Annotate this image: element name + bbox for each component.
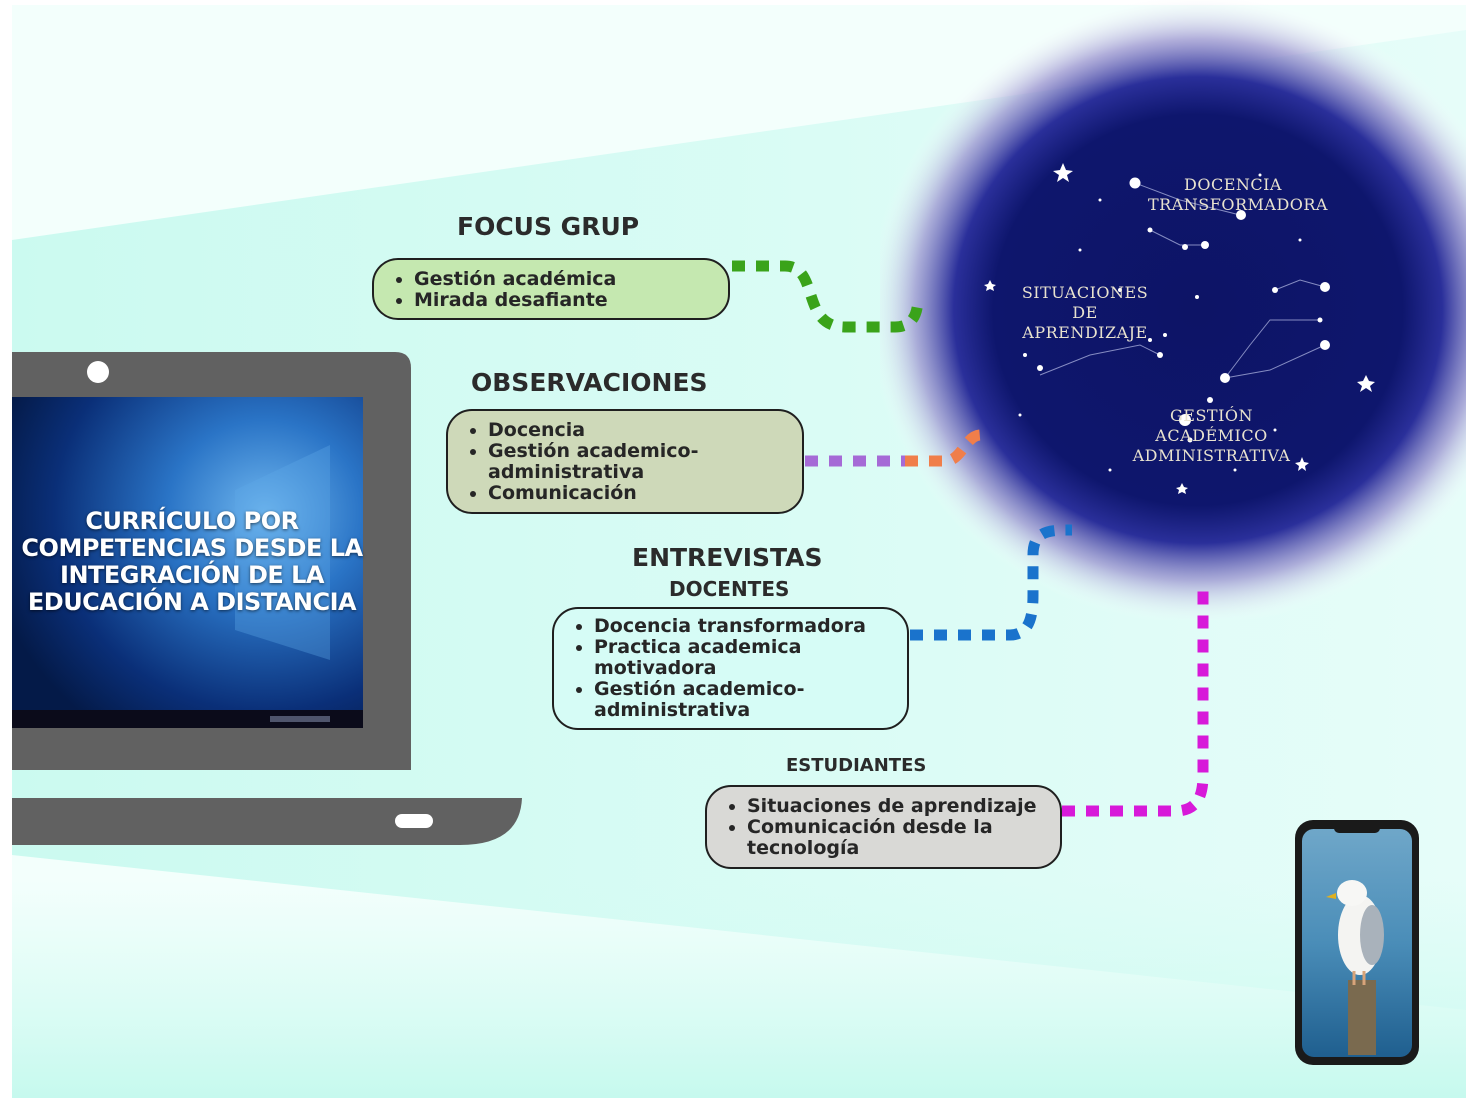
estudiantes-subtitle: ESTUDIANTES: [786, 755, 927, 776]
focus-grup-list: Gestión académica Mirada desafiante: [388, 269, 714, 311]
green-connector: [732, 260, 924, 333]
list-item: Situaciones de aprendizaje: [747, 796, 1047, 817]
list-item: Gestión academico-administrativa: [594, 679, 809, 721]
entrevistas-title: ENTREVISTAS: [632, 543, 823, 572]
laptop-screen-title: CURRÍCULO POR COMPETENCIAS DESDE LA INTE…: [21, 507, 363, 616]
observaciones-title: OBSERVACIONES: [471, 368, 708, 397]
smartphone-icon: [1295, 820, 1419, 1065]
sparkle-stars: [984, 163, 1375, 494]
docentes-list: Docencia transformadora Practica academi…: [568, 616, 884, 721]
stars: [1018, 173, 1330, 472]
list-item: Practica academica motivadora: [594, 637, 809, 679]
observaciones-list: Docencia Gestión academico-administrativ…: [462, 420, 723, 504]
seagull-photo: [1302, 829, 1412, 1057]
constellation-label-situaciones: SITUACIONES DE APRENDIZAJE: [1021, 283, 1149, 342]
constellation-lines: [1039, 182, 1326, 379]
list-item: Comunicación desde la tecnología: [747, 817, 997, 859]
list-item: Docencia: [488, 420, 723, 441]
docentes-subtitle: DOCENTES: [669, 577, 790, 601]
magenta-connector: [1062, 588, 1209, 817]
list-item: Docencia transformadora: [594, 616, 884, 637]
list-item: Gestión academico-administrativa: [488, 441, 723, 483]
list-item: Gestión académica: [414, 269, 714, 290]
constellation-label-docencia: DOCENCIA TRANSFORMADORA: [1148, 175, 1328, 214]
list-item: Comunicación: [488, 483, 723, 504]
list-item: Mirada desafiante: [414, 290, 714, 311]
blue-connector: [910, 524, 1073, 641]
constellation-label-gestion: GESTIÓN ACADÉMICO ADMINISTRATIVA: [1132, 406, 1291, 465]
estudiantes-box: Situaciones de aprendizaje Comunicación …: [705, 785, 1062, 869]
orange-connector: [905, 429, 982, 467]
observaciones-box: Docencia Gestión academico-administrativ…: [446, 409, 804, 514]
focus-grup-title: FOCUS GRUP: [457, 212, 640, 241]
docentes-box: Docencia transformadora Practica academi…: [552, 607, 909, 730]
laptop-icon: [12, 352, 522, 845]
focus-grup-box: Gestión académica Mirada desafiante: [372, 258, 730, 320]
constellation-sky: [880, 0, 1466, 620]
estudiantes-list: Situaciones de aprendizaje Comunicación …: [721, 796, 1047, 859]
